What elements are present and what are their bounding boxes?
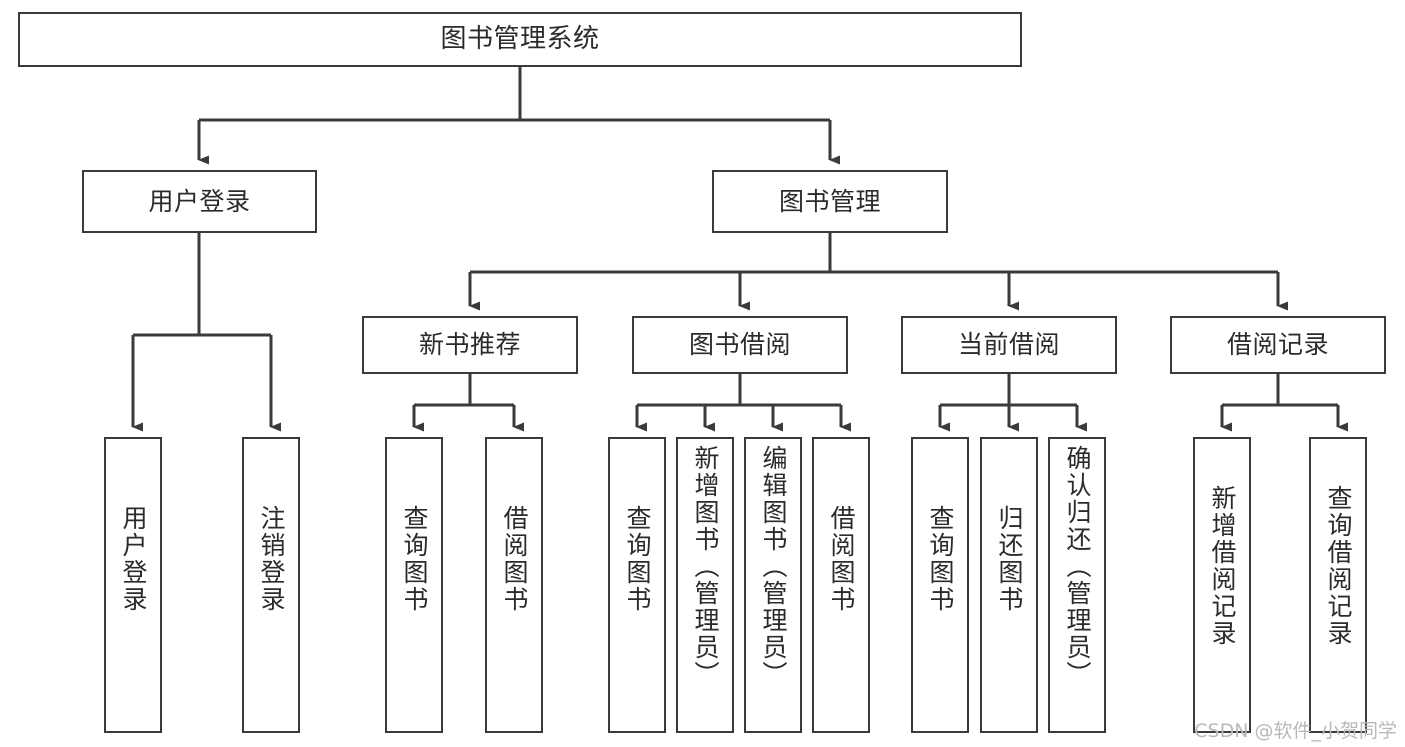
node-label: 图书管理 <box>778 186 881 216</box>
node-label: 编辑图书（管理员） <box>759 445 788 688</box>
node-label: 新增图书（管理员） <box>691 445 720 688</box>
node-book-management[interactable]: 图书管理 <box>712 170 948 233</box>
node-label: 用户登录 <box>148 186 251 216</box>
node-root-book-management-system[interactable]: 图书管理系统 <box>18 12 1022 67</box>
node-label: 注销登录 <box>257 505 286 613</box>
node-label: 查询图书 <box>623 505 652 613</box>
node-label: 查询图书 <box>400 505 429 613</box>
leaf-edit-book-admin[interactable]: 编辑图书（管理员） <box>744 437 802 733</box>
leaf-confirm-return-admin[interactable]: 确认归还（管理员） <box>1048 437 1106 733</box>
csdn-watermark: CSDN @软件_小贺同学 <box>1194 720 1397 742</box>
node-label: 查询借阅记录 <box>1324 485 1353 647</box>
leaf-borrow-books-borrow[interactable]: 借阅图书 <box>812 437 870 733</box>
node-label: 用户登录 <box>119 505 148 613</box>
node-label: 确认归还（管理员） <box>1063 445 1092 688</box>
leaf-logout[interactable]: 注销登录 <box>242 437 300 733</box>
node-label: 借阅图书 <box>500 505 529 613</box>
node-label: 借阅图书 <box>827 505 856 613</box>
leaf-user-login[interactable]: 用户登录 <box>104 437 162 733</box>
node-borrowing-records[interactable]: 借阅记录 <box>1170 316 1386 374</box>
leaf-add-book-admin[interactable]: 新增图书（管理员） <box>676 437 734 733</box>
node-label: 借阅记录 <box>1226 330 1329 360</box>
leaf-return-books[interactable]: 归还图书 <box>980 437 1038 733</box>
node-label: 归还图书 <box>995 505 1024 613</box>
leaf-query-books-newbook[interactable]: 查询图书 <box>385 437 443 733</box>
leaf-borrow-books-newbook[interactable]: 借阅图书 <box>485 437 543 733</box>
node-label: 新书推荐 <box>418 330 521 360</box>
leaf-query-borrow-record[interactable]: 查询借阅记录 <box>1309 437 1367 733</box>
node-label: 当前借阅 <box>957 330 1060 360</box>
node-book-borrowing[interactable]: 图书借阅 <box>632 316 848 374</box>
leaf-query-books-current[interactable]: 查询图书 <box>911 437 969 733</box>
node-label: 新增借阅记录 <box>1208 485 1237 647</box>
node-current-borrowing[interactable]: 当前借阅 <box>901 316 1117 374</box>
node-label: 图书管理系统 <box>440 24 600 55</box>
node-label: 查询图书 <box>926 505 955 613</box>
node-user-login[interactable]: 用户登录 <box>82 170 317 233</box>
leaf-query-books-borrow[interactable]: 查询图书 <box>608 437 666 733</box>
leaf-add-borrow-record[interactable]: 新增借阅记录 <box>1193 437 1251 733</box>
node-new-book-recommendation[interactable]: 新书推荐 <box>362 316 578 374</box>
node-label: 图书借阅 <box>688 330 791 360</box>
